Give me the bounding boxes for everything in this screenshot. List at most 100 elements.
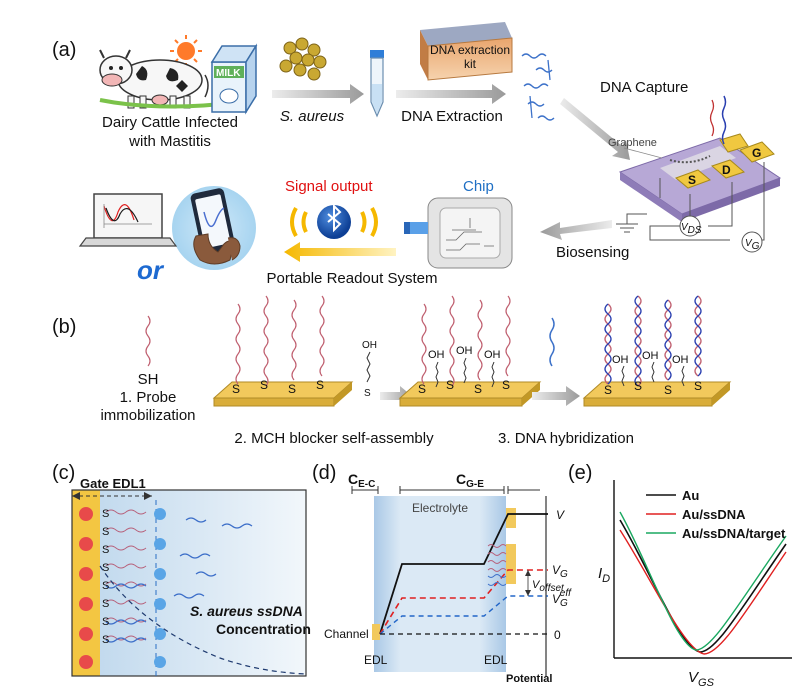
surface1-s4: S	[316, 378, 324, 392]
gate-electrode-d	[506, 508, 516, 528]
s-labels-c: S S S S S S S S	[102, 508, 109, 646]
panel-c-label: (c)	[52, 462, 75, 484]
bluetooth-icon	[290, 203, 378, 239]
vds-label: VDS	[681, 222, 702, 236]
extraction-label: DNA Extraction	[401, 108, 503, 125]
au-surface-probes: S S S S	[212, 295, 354, 407]
au-surface-hybridized: OH OH OH S S S S	[582, 295, 732, 407]
electrode-d-label: D	[722, 163, 731, 177]
panel-b-label: (b)	[52, 316, 76, 338]
surface2-s2: S	[446, 378, 454, 392]
surface3-oh3: OH	[672, 354, 689, 366]
cge-label: CG-E	[456, 471, 484, 490]
mch-oh-label: OH	[362, 340, 377, 351]
sh-label: SH	[138, 371, 159, 388]
milk-label: MILK	[216, 68, 241, 79]
kit-label-line1: DNA extraction	[430, 43, 510, 57]
c-s8: S	[102, 634, 109, 646]
milk-carton-icon: MILK	[210, 43, 258, 115]
edl-left-label: EDL	[364, 653, 388, 667]
arrow-to-capture	[560, 98, 630, 160]
surface1-s3: S	[288, 382, 296, 396]
dna-extraction-kit-icon: DNA extraction kit	[420, 22, 513, 81]
c-s3: S	[102, 544, 109, 556]
c-s1: S	[102, 508, 109, 520]
panel-b: (b) SH 1. Probe immobilization S S S S O…	[52, 295, 732, 447]
surface3-s2: S	[634, 379, 642, 393]
edl-right-label: EDL	[484, 653, 508, 667]
panel-e: (e) Au Au/ssDNA Au/ssDNA/target ID VGS	[568, 462, 792, 689]
vg-label: VG	[745, 238, 760, 252]
readout-label: Portable Readout System	[267, 270, 438, 287]
potential-decay-curve	[99, 565, 307, 675]
arrow-to-readout	[284, 242, 396, 262]
minus-ion-column	[154, 508, 166, 668]
step1-line1: 1. Probe	[120, 389, 177, 406]
profile-target	[379, 595, 548, 635]
surface3-s4: S	[694, 379, 702, 393]
c-s2: S	[102, 526, 109, 538]
surface3-oh2: OH	[642, 350, 659, 362]
vg-label-d: VG	[552, 563, 568, 580]
electrolyte-region	[72, 490, 306, 676]
vgeff-label: VGeff	[552, 588, 572, 609]
centrifuge-tube-icon	[370, 50, 384, 118]
electrode-s-label: S	[688, 173, 696, 187]
legend-au-ssdna: Au/ssDNA	[682, 507, 746, 522]
surface2-oh1: OH	[428, 349, 445, 361]
c-s5: S	[102, 580, 109, 592]
signal-output-label: Signal output	[285, 178, 373, 195]
electrolyte-label: Electrolyte	[412, 501, 468, 515]
curve-au-ssdna	[619, 529, 787, 655]
or-label: or	[137, 255, 165, 285]
surface2-oh2: OH	[456, 345, 473, 357]
surface2-oh3: OH	[484, 349, 501, 361]
concentration-line2: Concentration	[216, 621, 311, 637]
gate-edl-label: Gate EDL1	[80, 476, 146, 491]
surface2-s4: S	[502, 378, 510, 392]
arrow-step3	[532, 386, 580, 406]
electrode-g-label: G	[752, 146, 761, 160]
v-label: V	[556, 508, 565, 522]
legend-au: Au	[682, 488, 699, 503]
channel-electrode	[372, 624, 380, 640]
surface1-s2: S	[260, 378, 268, 392]
step1-line2: immobilization	[100, 407, 195, 424]
panel-d-label: (d)	[312, 462, 336, 484]
voffset-label: Voffset	[532, 579, 565, 594]
probe-strands-c	[105, 509, 147, 641]
extracted-dna-icon	[521, 53, 555, 121]
target-strands-d	[487, 574, 507, 586]
panel-a-label: (a)	[52, 39, 76, 61]
au-surface-mch: OH OH OH S S S S	[398, 295, 542, 407]
sun-icon	[170, 35, 202, 67]
surface2-s3: S	[474, 382, 482, 396]
chip-icon	[404, 197, 513, 269]
target-strands-c	[105, 517, 253, 643]
e-xlabel: VGS	[688, 669, 715, 689]
arrow-to-dna	[396, 84, 506, 104]
surface3-oh1: OH	[612, 354, 629, 366]
legend-au-ssdna-target: Au/ssDNA/target	[682, 526, 786, 541]
surface2-s1: S	[418, 382, 426, 396]
capture-label: DNA Capture	[600, 79, 688, 96]
mch-molecule-icon: OH S	[362, 340, 377, 399]
potential-label: Potential	[506, 673, 552, 685]
legend-e: Au Au/ssDNA Au/ssDNA/target	[646, 488, 786, 541]
probe-strand-icon	[145, 315, 151, 367]
zero-label: 0	[554, 628, 561, 642]
gfet-device-icon: S D G	[618, 95, 782, 222]
channel-label: Channel	[324, 627, 369, 641]
surface3-s1: S	[604, 383, 612, 397]
probe-strands-d	[487, 544, 507, 572]
vg-source-icon	[741, 231, 763, 253]
smartphone-icon	[172, 186, 256, 270]
step3-label: 3. DNA hybridization	[498, 430, 634, 447]
panel-d: (d) Electrolyte CE-C CG-E V	[312, 462, 572, 685]
arrow-to-tube	[272, 84, 364, 104]
curve-au-ssdna-target	[619, 511, 787, 651]
biosensing-label: Biosensing	[556, 244, 629, 261]
profile-au	[379, 513, 548, 635]
c-s4: S	[102, 562, 109, 574]
